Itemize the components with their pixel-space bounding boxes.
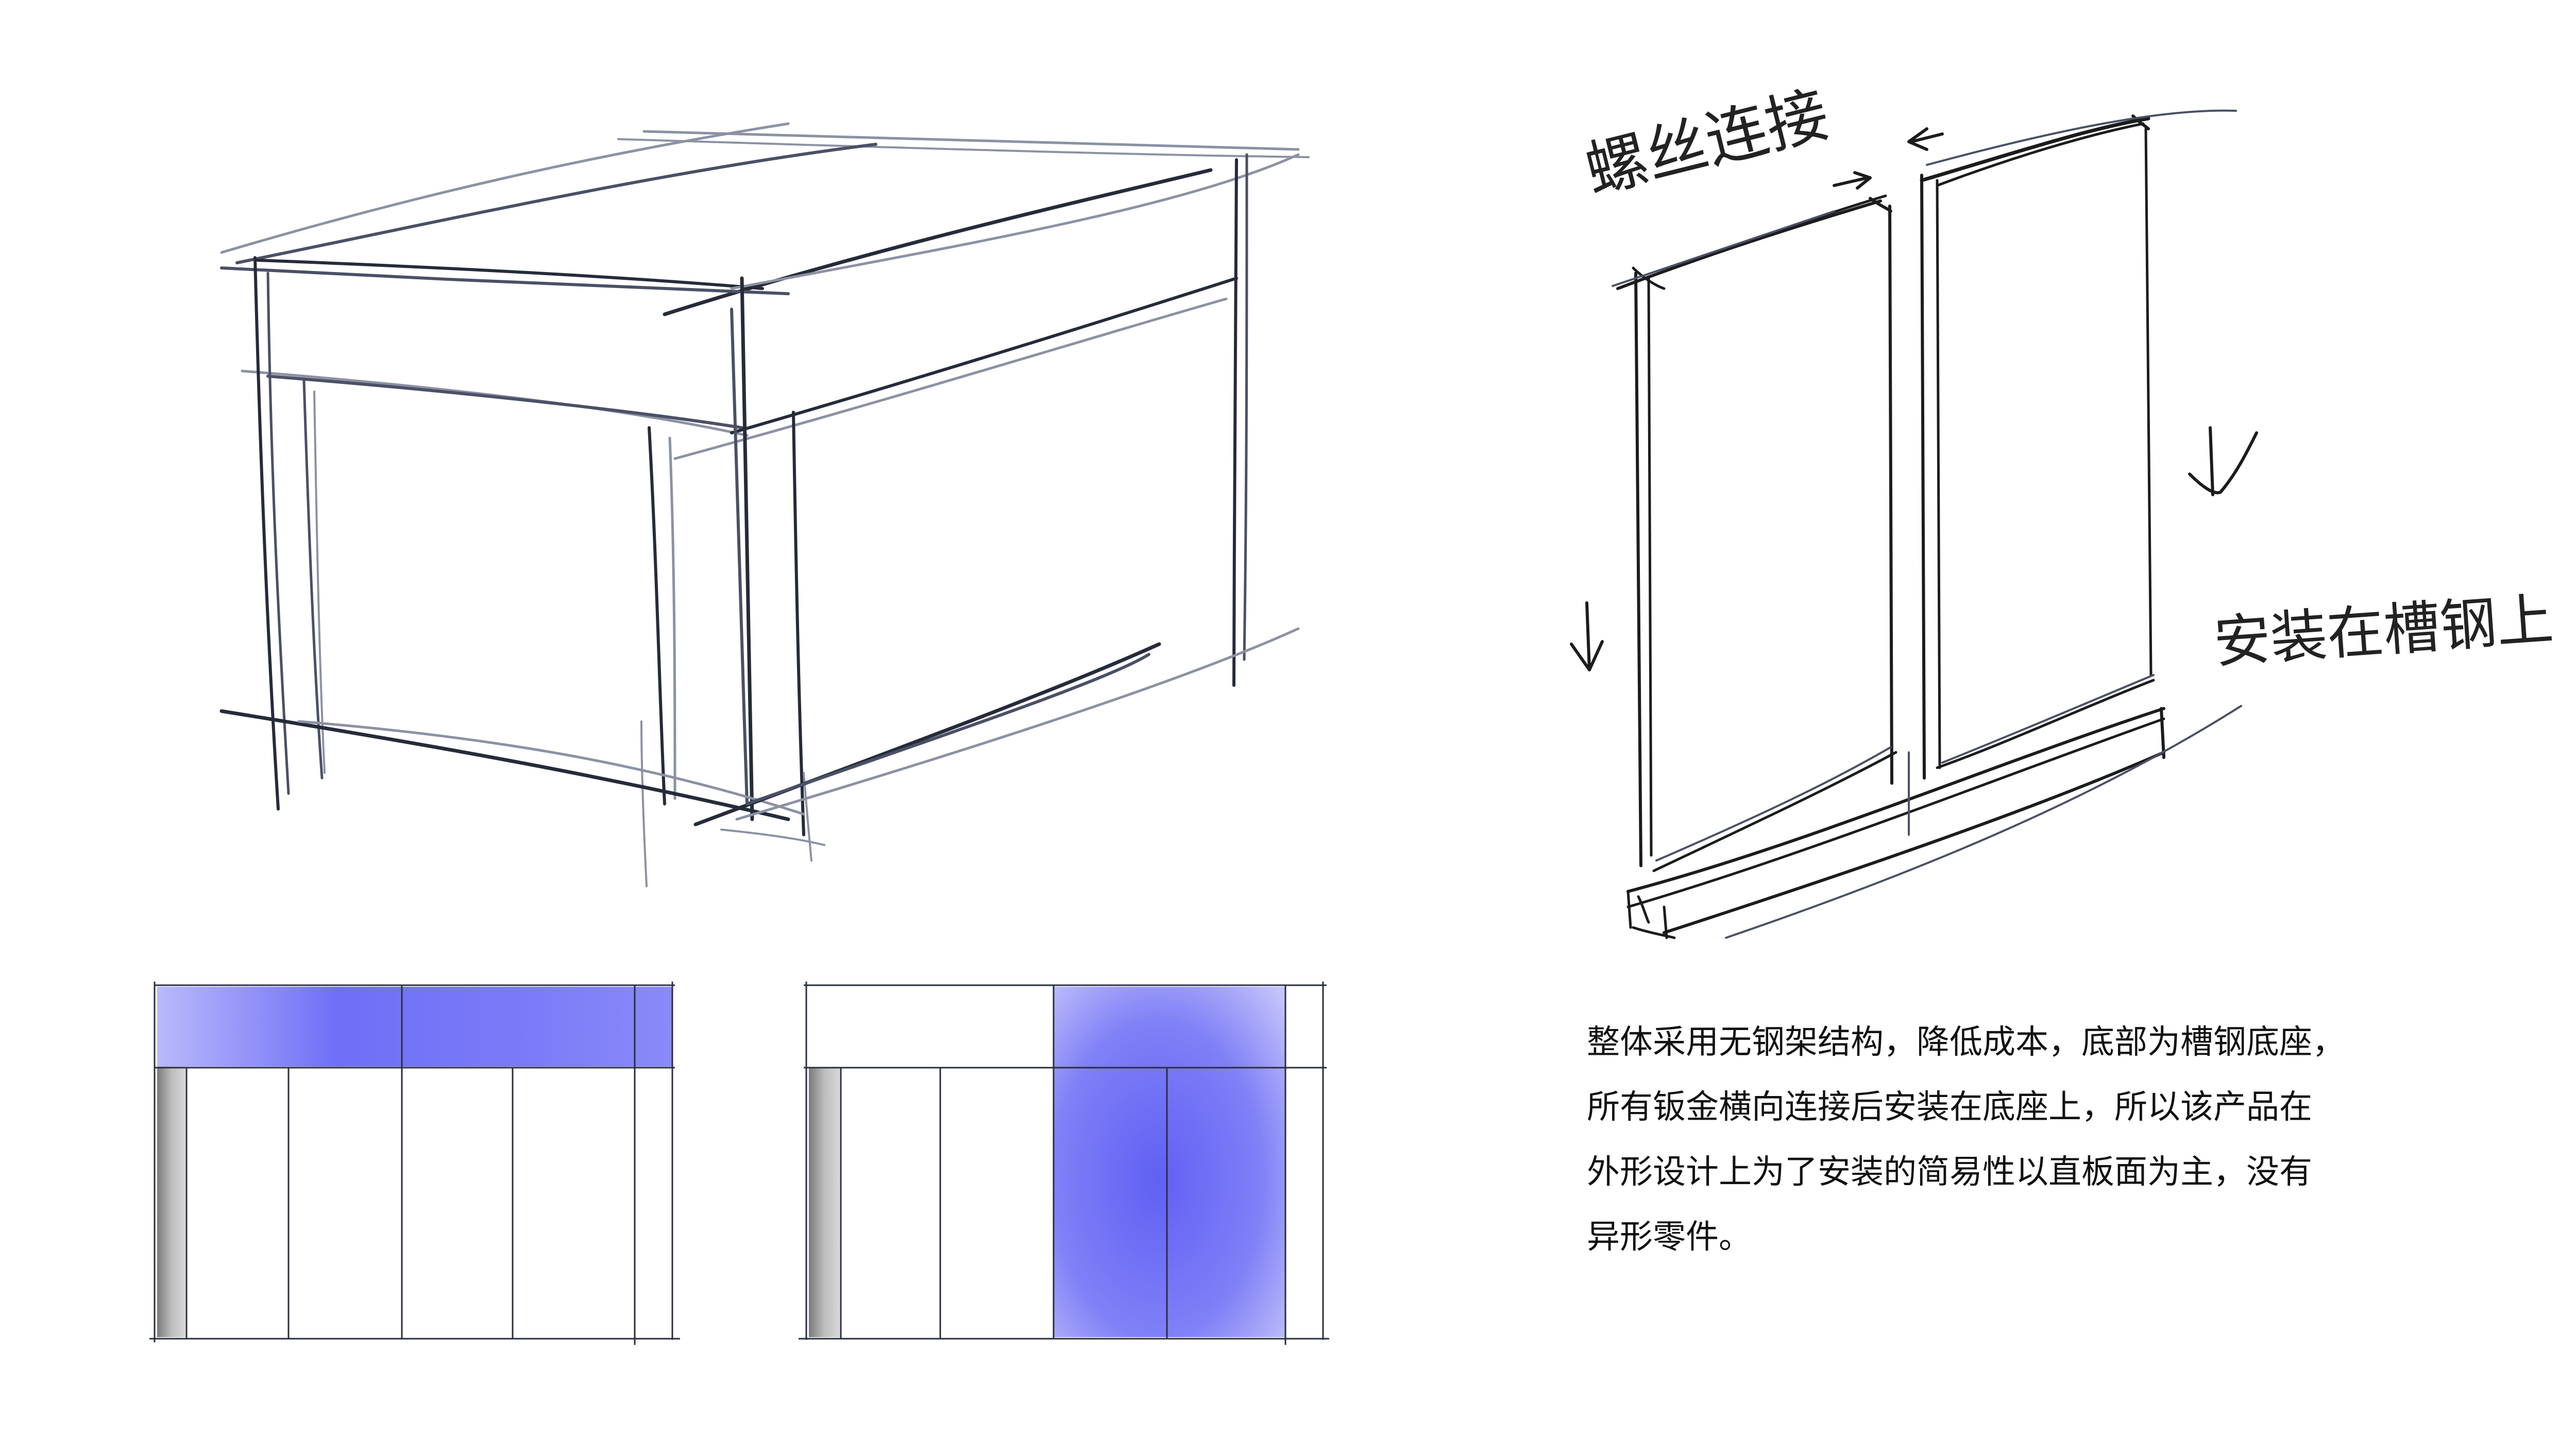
left-side-shade bbox=[809, 1068, 840, 1337]
design-description: 整体采用无钢架结构，降低成本，底部为槽钢底座， 所有钣金横向连接后安装在底座上，… bbox=[1587, 1010, 2473, 1270]
description-line-2: 所有钣金横向连接后安装在底座上，所以该产品在 bbox=[1587, 1088, 2312, 1126]
box-perspective-sketch bbox=[219, 122, 1310, 887]
left-side-shade bbox=[157, 1067, 185, 1337]
description-line-3: 外形设计上为了安装的简易性以直板面为主，没有 bbox=[1587, 1153, 2312, 1191]
panel-installation-sketch bbox=[1570, 109, 2258, 939]
screw-connection-label: 螺丝连接 bbox=[1578, 78, 1835, 208]
elevation-view-top-band-highlight bbox=[149, 982, 680, 1345]
right-block-highlight bbox=[1054, 987, 1285, 1337]
install-on-channel-steel-label: 安装在槽钢上 bbox=[2212, 586, 2555, 676]
description-line-4: 异形零件。 bbox=[1587, 1218, 1752, 1256]
top-band-highlight bbox=[157, 987, 672, 1067]
elevation-view-right-block-highlight bbox=[799, 982, 1329, 1345]
description-line-1: 整体采用无钢架结构，降低成本，底部为槽钢底座， bbox=[1587, 1023, 2345, 1061]
